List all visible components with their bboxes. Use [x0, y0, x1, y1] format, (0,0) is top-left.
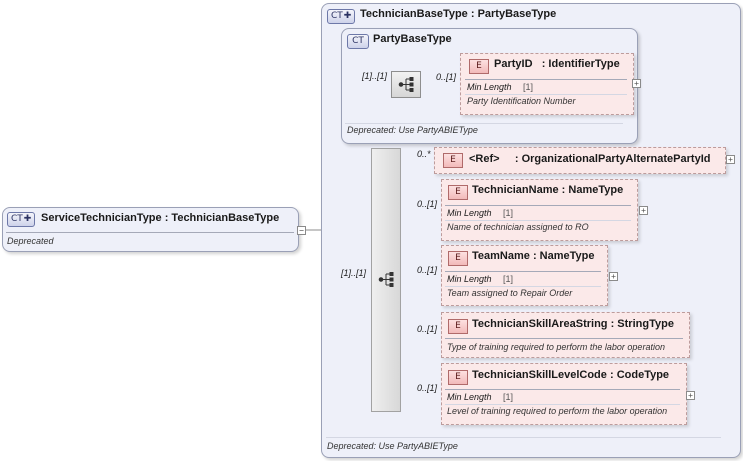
collapse-icon[interactable]: −: [297, 226, 306, 235]
facet-min-length-label: Min Length: [467, 82, 512, 92]
facet-min-length-value: [1]: [503, 274, 514, 284]
element-technicianskillareastring[interactable]: E TechnicianSkillAreaString : StringType…: [441, 312, 690, 358]
outer-sequence-occurs: [1]..[1]: [341, 268, 367, 278]
element-badge-icon: E: [469, 59, 489, 74]
divider: [445, 220, 631, 221]
expand-icon[interactable]: +: [609, 272, 618, 281]
facet-min-length-value: [1]: [503, 392, 514, 402]
facet-min-length-value: [1]: [503, 208, 514, 218]
inner-type-title: PartyBaseType: [373, 33, 452, 45]
outer-type-title: TechnicianBaseType : PartyBaseType: [360, 8, 557, 20]
element-name: PartyID : IdentifierType: [494, 58, 620, 70]
divider: [326, 437, 721, 438]
element-badge-icon: E: [448, 370, 468, 385]
sequence-icon: [378, 272, 394, 287]
element-badge-icon: E: [448, 251, 468, 266]
facet-min-length-value: [1]: [523, 82, 534, 92]
element-name: TechnicianName : NameType: [472, 184, 624, 196]
element-technicianname[interactable]: E TechnicianName : NameType Min Length […: [441, 179, 638, 241]
technicianskilllevelcode-occurs: 0..[1]: [417, 383, 438, 393]
element-ref[interactable]: E <Ref> : OrganizationalPartyAlternatePa…: [434, 147, 726, 174]
technicianname-occurs: 0..[1]: [417, 199, 438, 209]
expand-icon[interactable]: +: [639, 206, 648, 215]
ref-occurs: 0..*: [417, 149, 431, 159]
element-name: TechnicianSkillLevelCode : CodeType: [472, 369, 670, 381]
divider: [445, 389, 680, 390]
divider: [445, 271, 601, 272]
partyid-occurs: 0..[1]: [436, 72, 457, 82]
element-doc: Party Identification Number: [467, 96, 576, 106]
technicianskillareastring-occurs: 0..[1]: [417, 324, 438, 334]
element-badge-icon: E: [448, 185, 468, 200]
expand-icon[interactable]: +: [686, 391, 695, 400]
expand-icon[interactable]: +: [726, 155, 735, 164]
complex-type-badge-icon: CT✚: [7, 212, 36, 227]
teamname-occurs: 0..[1]: [417, 265, 438, 275]
inner-sequence-occurs: [1]..[1]: [362, 71, 388, 81]
element-badge-icon: E: [448, 319, 468, 334]
sequence-icon[interactable]: [391, 71, 421, 98]
divider: [445, 286, 601, 287]
divider: [465, 94, 627, 95]
outer-doc-text: Deprecated: Use PartyABIEType: [327, 441, 458, 451]
facet-min-length-label: Min Length: [447, 274, 492, 284]
element-badge-icon: E: [443, 153, 463, 168]
root-type-title: ServiceTechnicianType : TechnicianBaseTy…: [41, 212, 280, 224]
inner-doc-text: Deprecated: Use PartyABIEType: [347, 125, 478, 135]
element-doc: Level of training required to perform th…: [447, 406, 668, 416]
element-technicianskilllevelcode[interactable]: E TechnicianSkillLevelCode : CodeType Mi…: [441, 363, 687, 425]
facet-min-length-label: Min Length: [447, 208, 492, 218]
element-doc: Team assigned to Repair Order: [447, 288, 573, 298]
divider: [465, 79, 627, 80]
divider: [6, 232, 294, 233]
element-doc: Name of technician assigned to RO: [447, 222, 589, 232]
complex-type-badge-icon: CT: [347, 34, 369, 49]
root-complex-type[interactable]: CT✚ ServiceTechnicianType : TechnicianBa…: [2, 207, 299, 252]
divider: [445, 338, 683, 339]
facet-min-length-label: Min Length: [447, 392, 492, 402]
element-teamname[interactable]: E TeamName : NameType Min Length [1] Tea…: [441, 245, 608, 306]
element-name: <Ref> : OrganizationalPartyAlternatePart…: [469, 153, 711, 165]
divider: [345, 123, 623, 124]
divider: [445, 205, 631, 206]
element-name: TechnicianSkillAreaString : StringType: [472, 318, 674, 330]
root-doc-text: Deprecated: [7, 236, 54, 246]
expand-icon[interactable]: +: [632, 79, 641, 88]
element-name: TeamName : NameType: [472, 250, 595, 262]
element-partyid[interactable]: E PartyID : IdentifierType Min Length [1…: [460, 53, 634, 115]
complex-type-badge-icon: CT✚: [327, 9, 356, 24]
sequence-bar[interactable]: [371, 148, 401, 412]
divider: [445, 404, 680, 405]
element-doc: Type of training required to perform the…: [447, 342, 665, 352]
